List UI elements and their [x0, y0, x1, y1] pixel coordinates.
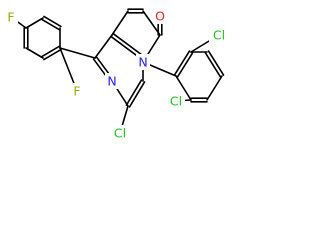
- molecule-structure: F F O N N Cl Cl Cl: [4, 8, 228, 141]
- bond: [41, 45, 60, 58]
- bond: [128, 81, 146, 108]
- atom-label-chlorine-upper: Cl: [213, 28, 225, 43]
- bond: [43, 15, 62, 28]
- bond: [111, 10, 129, 36]
- bond: [206, 75, 223, 101]
- bond: [125, 79, 143, 106]
- atom-label-fluorine-ortho: F: [73, 84, 80, 99]
- structure-diagram: F F O N N Cl Cl Cl: [4, 8, 228, 141]
- bond: [175, 75, 192, 101]
- bond: [25, 17, 44, 29]
- atom-label-fluorine-para: F: [7, 10, 14, 25]
- bond: [59, 47, 96, 59]
- atom-label-ring-nitrogen: N: [107, 74, 116, 89]
- bond: [207, 50, 225, 76]
- bond: [173, 50, 191, 76]
- bond: [43, 48, 62, 61]
- bond: [25, 47, 44, 59]
- bonds: [10, 8, 225, 134]
- atom-label-chlorine-pyridine: Cl: [114, 126, 126, 141]
- bond: [204, 52, 222, 78]
- bond: [176, 52, 194, 78]
- bond: [41, 18, 60, 31]
- atom-label-carbonyl-oxygen: O: [155, 9, 165, 24]
- atom-label-chlorine-lower: Cl: [170, 94, 182, 109]
- atom-labels: F F O N N Cl Cl Cl: [4, 8, 228, 141]
- bond: [112, 32, 145, 58]
- bond: [94, 34, 113, 59]
- atom-label-amide-nitrogen: N: [138, 55, 147, 70]
- bond: [142, 10, 161, 36]
